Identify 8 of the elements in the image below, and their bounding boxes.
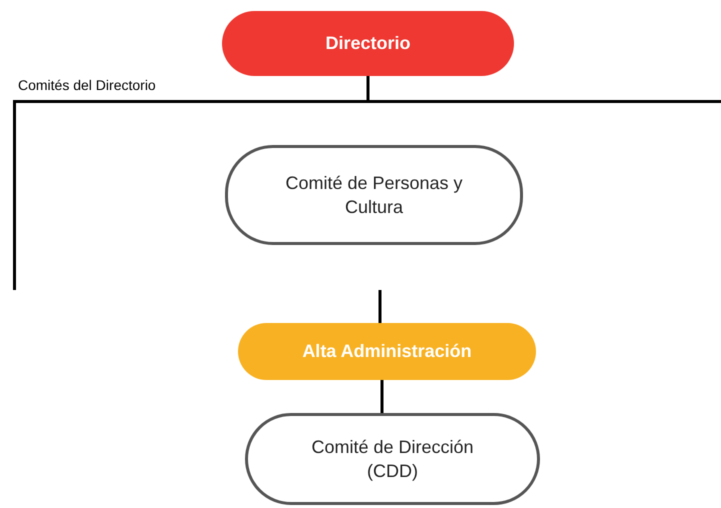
connector-line xyxy=(380,380,384,413)
committee-box: Comité de Personas y Cultura xyxy=(225,145,523,245)
committee-box: Comité de Dirección (CDD) xyxy=(245,413,540,505)
board-pill: Directorio xyxy=(222,11,514,76)
connector-line xyxy=(378,290,382,323)
group-heading: Comités del Directorio xyxy=(18,77,156,93)
connector-line xyxy=(366,76,370,100)
management-pill: Alta Administración xyxy=(238,323,536,380)
